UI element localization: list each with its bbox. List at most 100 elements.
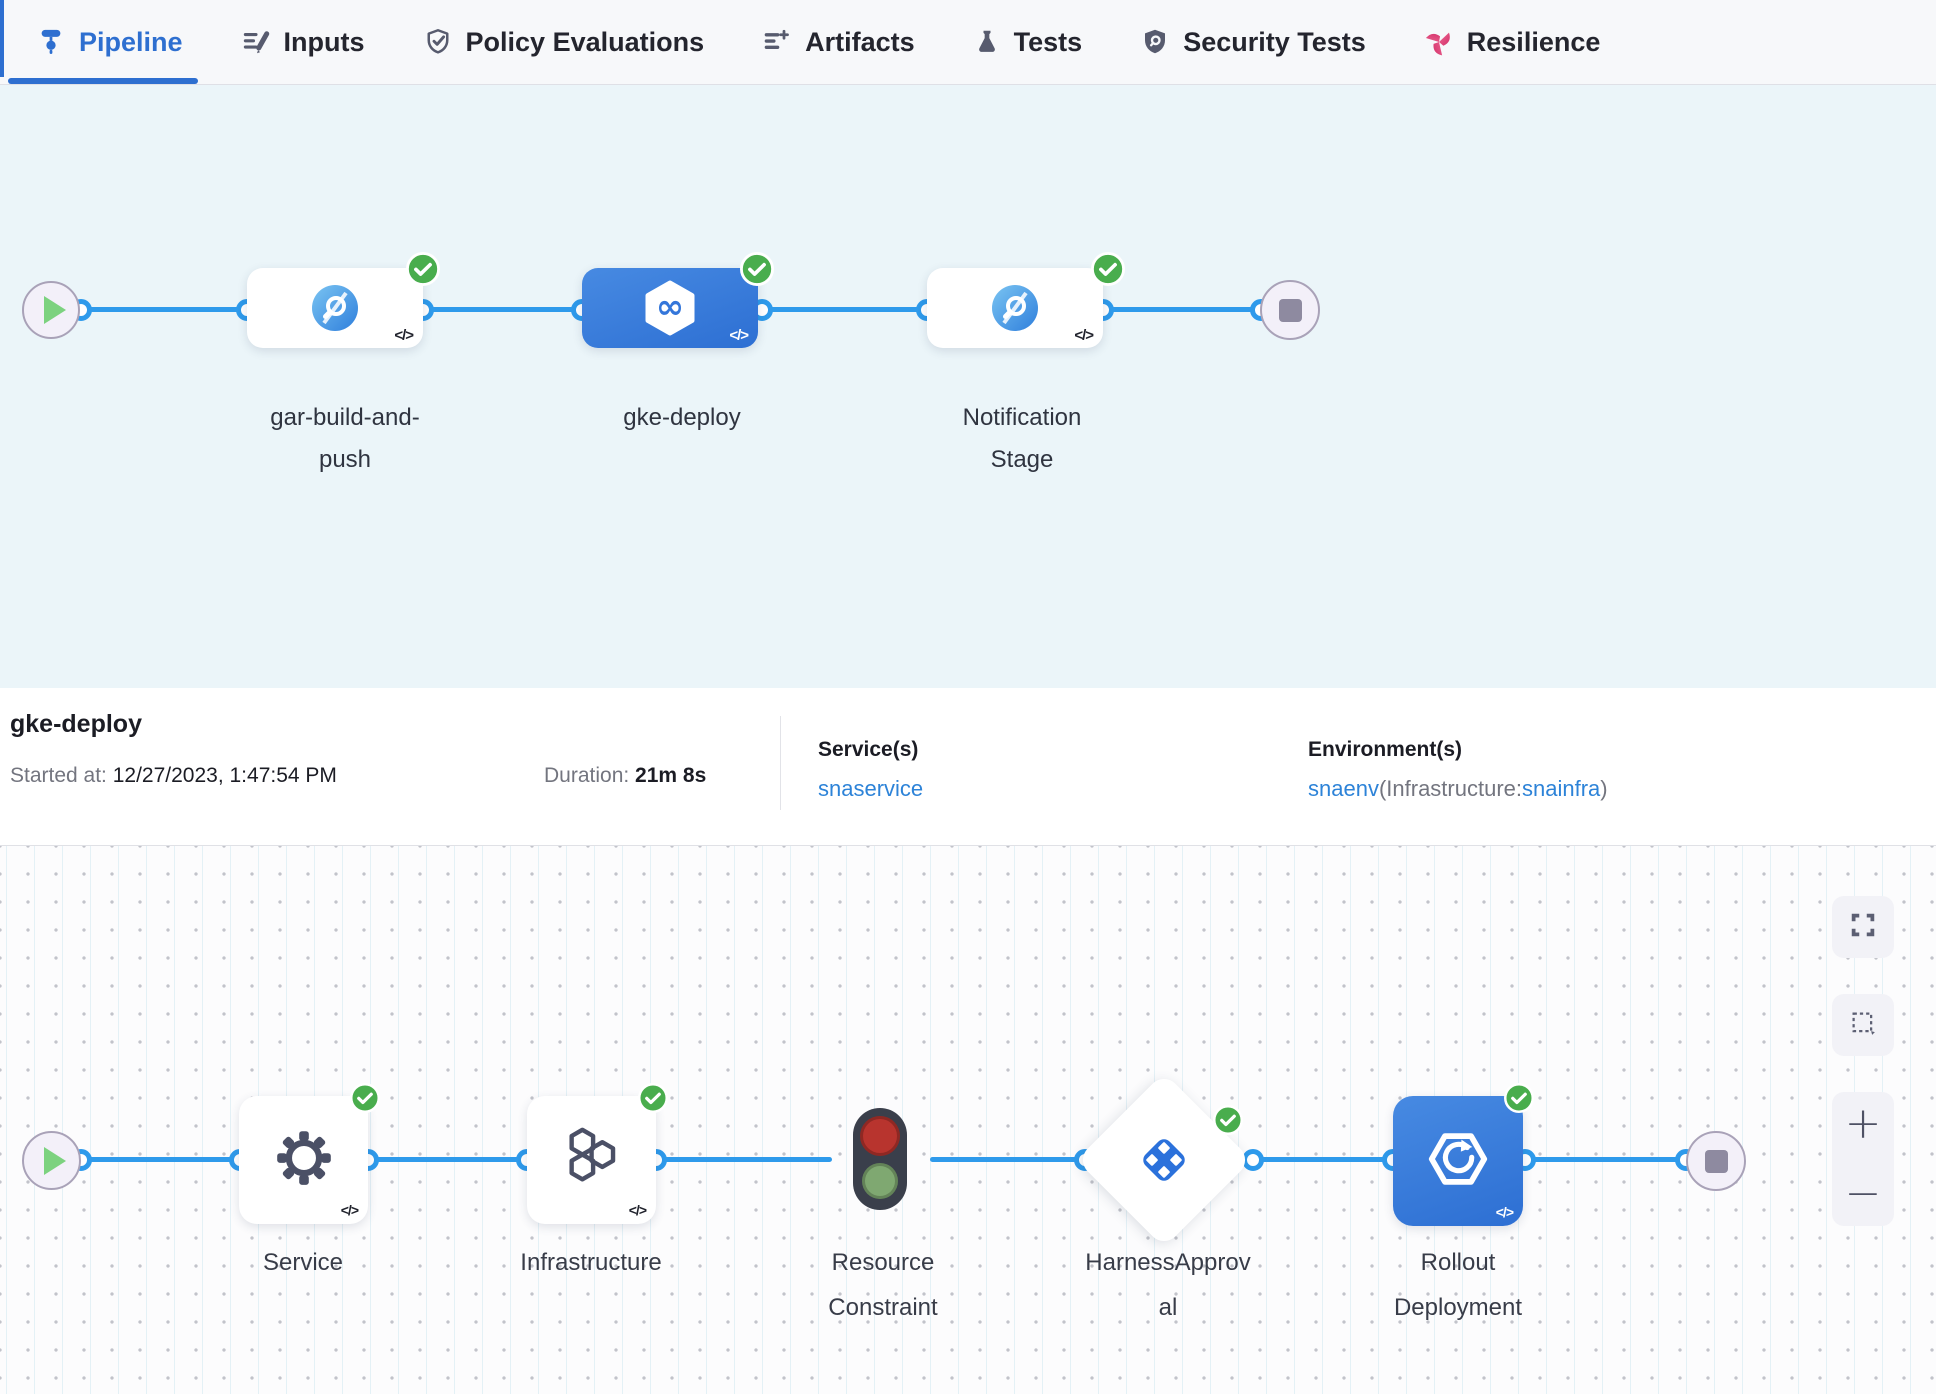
stage-node-notification-stage[interactable]: </> <box>927 268 1103 348</box>
step-node-resource-constraint[interactable] <box>853 1108 907 1210</box>
success-check-badge <box>740 252 774 286</box>
connector-line <box>81 307 247 312</box>
tab-resilience[interactable]: Resilience <box>1424 0 1601 84</box>
tab-label: Tests <box>1013 26 1083 57</box>
stage-label: gar-build-and- push <box>270 404 420 473</box>
success-check-badge <box>406 252 440 286</box>
service-link: snaservice <box>818 776 924 801</box>
stage-graph: </> gar-build-and- push ∞ </> gke-deploy <box>0 85 1936 688</box>
infrastructure-link[interactable]: snainfra <box>1522 776 1601 801</box>
start-node <box>22 1131 81 1190</box>
environments-label: Environment(s) <box>1308 738 1463 761</box>
artifacts-list-icon <box>762 27 792 57</box>
stage-label: Notification Stage <box>962 404 1082 473</box>
step-node-infrastructure[interactable]: </> <box>527 1096 656 1224</box>
connector-line <box>1525 1157 1686 1162</box>
end-node <box>1260 280 1320 340</box>
tab-tests[interactable]: Tests <box>973 0 1083 84</box>
cd-hexagon-infinity-icon: ∞ <box>642 280 698 336</box>
tab-label: Resilience <box>1466 26 1601 57</box>
tab-label: Artifacts <box>805 26 915 57</box>
connector-line <box>656 1157 832 1162</box>
success-check-badge <box>350 1083 380 1113</box>
yaml-code-toggle[interactable]: </> <box>340 1202 359 1218</box>
zoom-controls: + − <box>1832 1092 1894 1226</box>
connector-line <box>368 1157 527 1162</box>
step-label: Service <box>262 1249 344 1276</box>
marquee-select-button[interactable] <box>1832 994 1894 1056</box>
services-label: Service(s) <box>818 738 919 761</box>
step-label: Resource Constraint <box>828 1249 938 1321</box>
tab-label: Security Tests <box>1183 26 1366 57</box>
resilience-chaos-icon <box>1424 27 1454 57</box>
tab-artifacts[interactable]: Artifacts <box>762 0 915 84</box>
traffic-light-red <box>860 1116 900 1156</box>
rollout-deployment-icon <box>1426 1127 1490 1196</box>
end-node <box>1686 1131 1746 1191</box>
security-shield-icon <box>1140 27 1170 57</box>
divider <box>780 716 781 810</box>
infinity-glyph: ∞ <box>655 286 685 327</box>
left-accent-bar <box>0 0 4 77</box>
yaml-code-toggle[interactable]: </> <box>729 327 749 344</box>
step-node-rollout-deployment[interactable]: </> <box>1393 1096 1523 1226</box>
policy-shield-icon <box>423 27 453 57</box>
environment-link[interactable]: snaenv <box>1308 776 1379 801</box>
selected-stage-title: gke-deploy <box>10 710 142 738</box>
connector-line <box>81 1157 240 1162</box>
stop-icon <box>1278 298 1302 322</box>
fullscreen-button[interactable] <box>1832 896 1894 958</box>
stage-node-gar-build-and-push[interactable]: </> <box>247 268 423 348</box>
hexagons-icon <box>559 1125 625 1196</box>
tab-security-tests[interactable]: Security Tests <box>1140 0 1366 84</box>
stop-icon <box>1704 1149 1728 1173</box>
pipeline-icon <box>36 27 66 57</box>
stage-label: gke-deploy <box>623 404 741 431</box>
step-label: Rollout Deployment <box>1393 1249 1523 1321</box>
play-icon <box>44 1146 66 1175</box>
flask-icon <box>973 27 1001 57</box>
connector-line <box>930 1157 1085 1162</box>
fullscreen-icon <box>1848 910 1878 945</box>
play-icon <box>43 296 66 324</box>
start-node <box>22 281 80 339</box>
yaml-code-toggle[interactable]: </> <box>1074 327 1094 344</box>
zoom-in-button[interactable]: + <box>1844 1098 1882 1149</box>
tab-bar: Pipeline Inputs Policy Evaluations <box>0 0 1936 85</box>
success-check-badge <box>638 1083 668 1113</box>
traffic-light-green <box>862 1163 898 1199</box>
stage-node-gke-deploy[interactable]: ∞ </> <box>582 268 758 348</box>
gear-icon <box>271 1125 337 1196</box>
tab-label: Inputs <box>283 26 365 57</box>
approval-diamond-icon <box>1134 1130 1194 1190</box>
yaml-code-toggle[interactable]: </> <box>628 1202 647 1218</box>
success-check-badge <box>1213 1105 1243 1135</box>
yaml-code-toggle[interactable]: </> <box>394 327 414 344</box>
tab-label: Pipeline <box>79 26 183 57</box>
environment-value: snaenv(Infrastructure:snainfra) <box>1308 776 1608 801</box>
custom-stage-icon <box>992 285 1038 331</box>
execution-details-bar: gke-deploy Started at: 12/27/2023, 1:47:… <box>0 688 1936 846</box>
execution-graph-canvas[interactable]: </> Service </> Infrastructure <box>0 846 1936 1394</box>
started-at: Started at: 12/27/2023, 1:47:54 PM <box>10 764 337 787</box>
step-label: Infrastructure <box>520 1249 662 1276</box>
ci-build-icon <box>312 285 358 331</box>
connector-line <box>762 307 927 312</box>
success-check-badge <box>1504 1083 1534 1113</box>
tab-label: Policy Evaluations <box>465 26 705 57</box>
tab-policy-evaluations[interactable]: Policy Evaluations <box>423 0 705 84</box>
inputs-icon <box>241 27 271 57</box>
active-tab-underline <box>8 78 198 84</box>
marquee-selection-icon <box>1848 1008 1878 1043</box>
tab-inputs[interactable]: Inputs <box>241 0 365 84</box>
connector-line <box>1103 307 1261 312</box>
yaml-code-toggle[interactable]: </> <box>1495 1204 1514 1220</box>
success-check-badge <box>1091 252 1125 286</box>
tab-pipeline[interactable]: Pipeline <box>8 0 198 84</box>
step-node-service[interactable]: </> <box>239 1096 368 1224</box>
connector-line <box>1253 1157 1393 1162</box>
zoom-out-button[interactable]: − <box>1844 1168 1882 1219</box>
connector-line <box>423 307 582 312</box>
duration: Duration: 21m 8s <box>544 764 707 787</box>
